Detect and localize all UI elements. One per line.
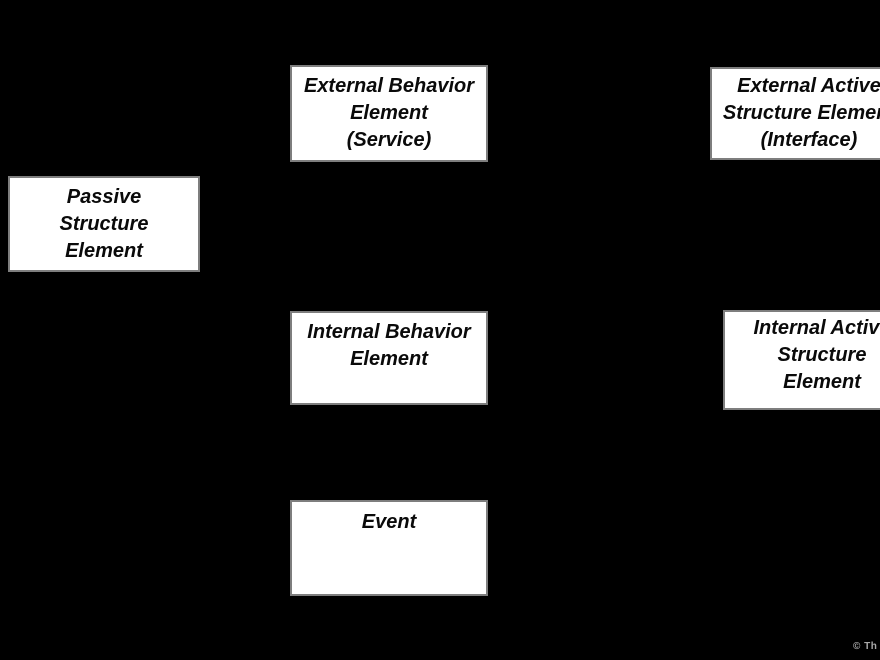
box-label-line: Element — [350, 102, 428, 124]
box-label-line: Passive — [66, 185, 142, 208]
box-event-element: Event — [290, 500, 488, 596]
box-label-line: External Active — [737, 75, 880, 97]
box-label-line: Internal Active — [753, 317, 880, 339]
box-external-active-structure-element: External Active Structure Element (Inter… — [710, 67, 880, 160]
box-internal-active-structure-element: Internal Active Structure Element — [723, 310, 880, 410]
box-label-line: Element — [350, 348, 428, 370]
box-external-behavior-element: External Behavior Element (Service) — [290, 65, 488, 162]
box-label-line: Event — [361, 511, 417, 533]
box-label-line: External Behavior — [303, 75, 475, 97]
box-label-line: Element — [783, 371, 861, 393]
box-label-line: Element — [65, 239, 143, 262]
box-passive-structure-element: Passive Structure Element — [8, 176, 200, 272]
box-internal-behavior-element: Internal Behavior Element — [290, 311, 488, 405]
box-label-line: (Service) — [346, 129, 432, 151]
box-label-line: Internal Behavior — [307, 321, 471, 343]
box-label-line: Structure — [777, 344, 867, 366]
box-label-line: (Interface) — [760, 129, 858, 151]
copyright-watermark: © Th — [853, 641, 878, 652]
box-label-line: Structure — [59, 212, 149, 235]
box-label-line: Structure Element — [722, 102, 880, 124]
